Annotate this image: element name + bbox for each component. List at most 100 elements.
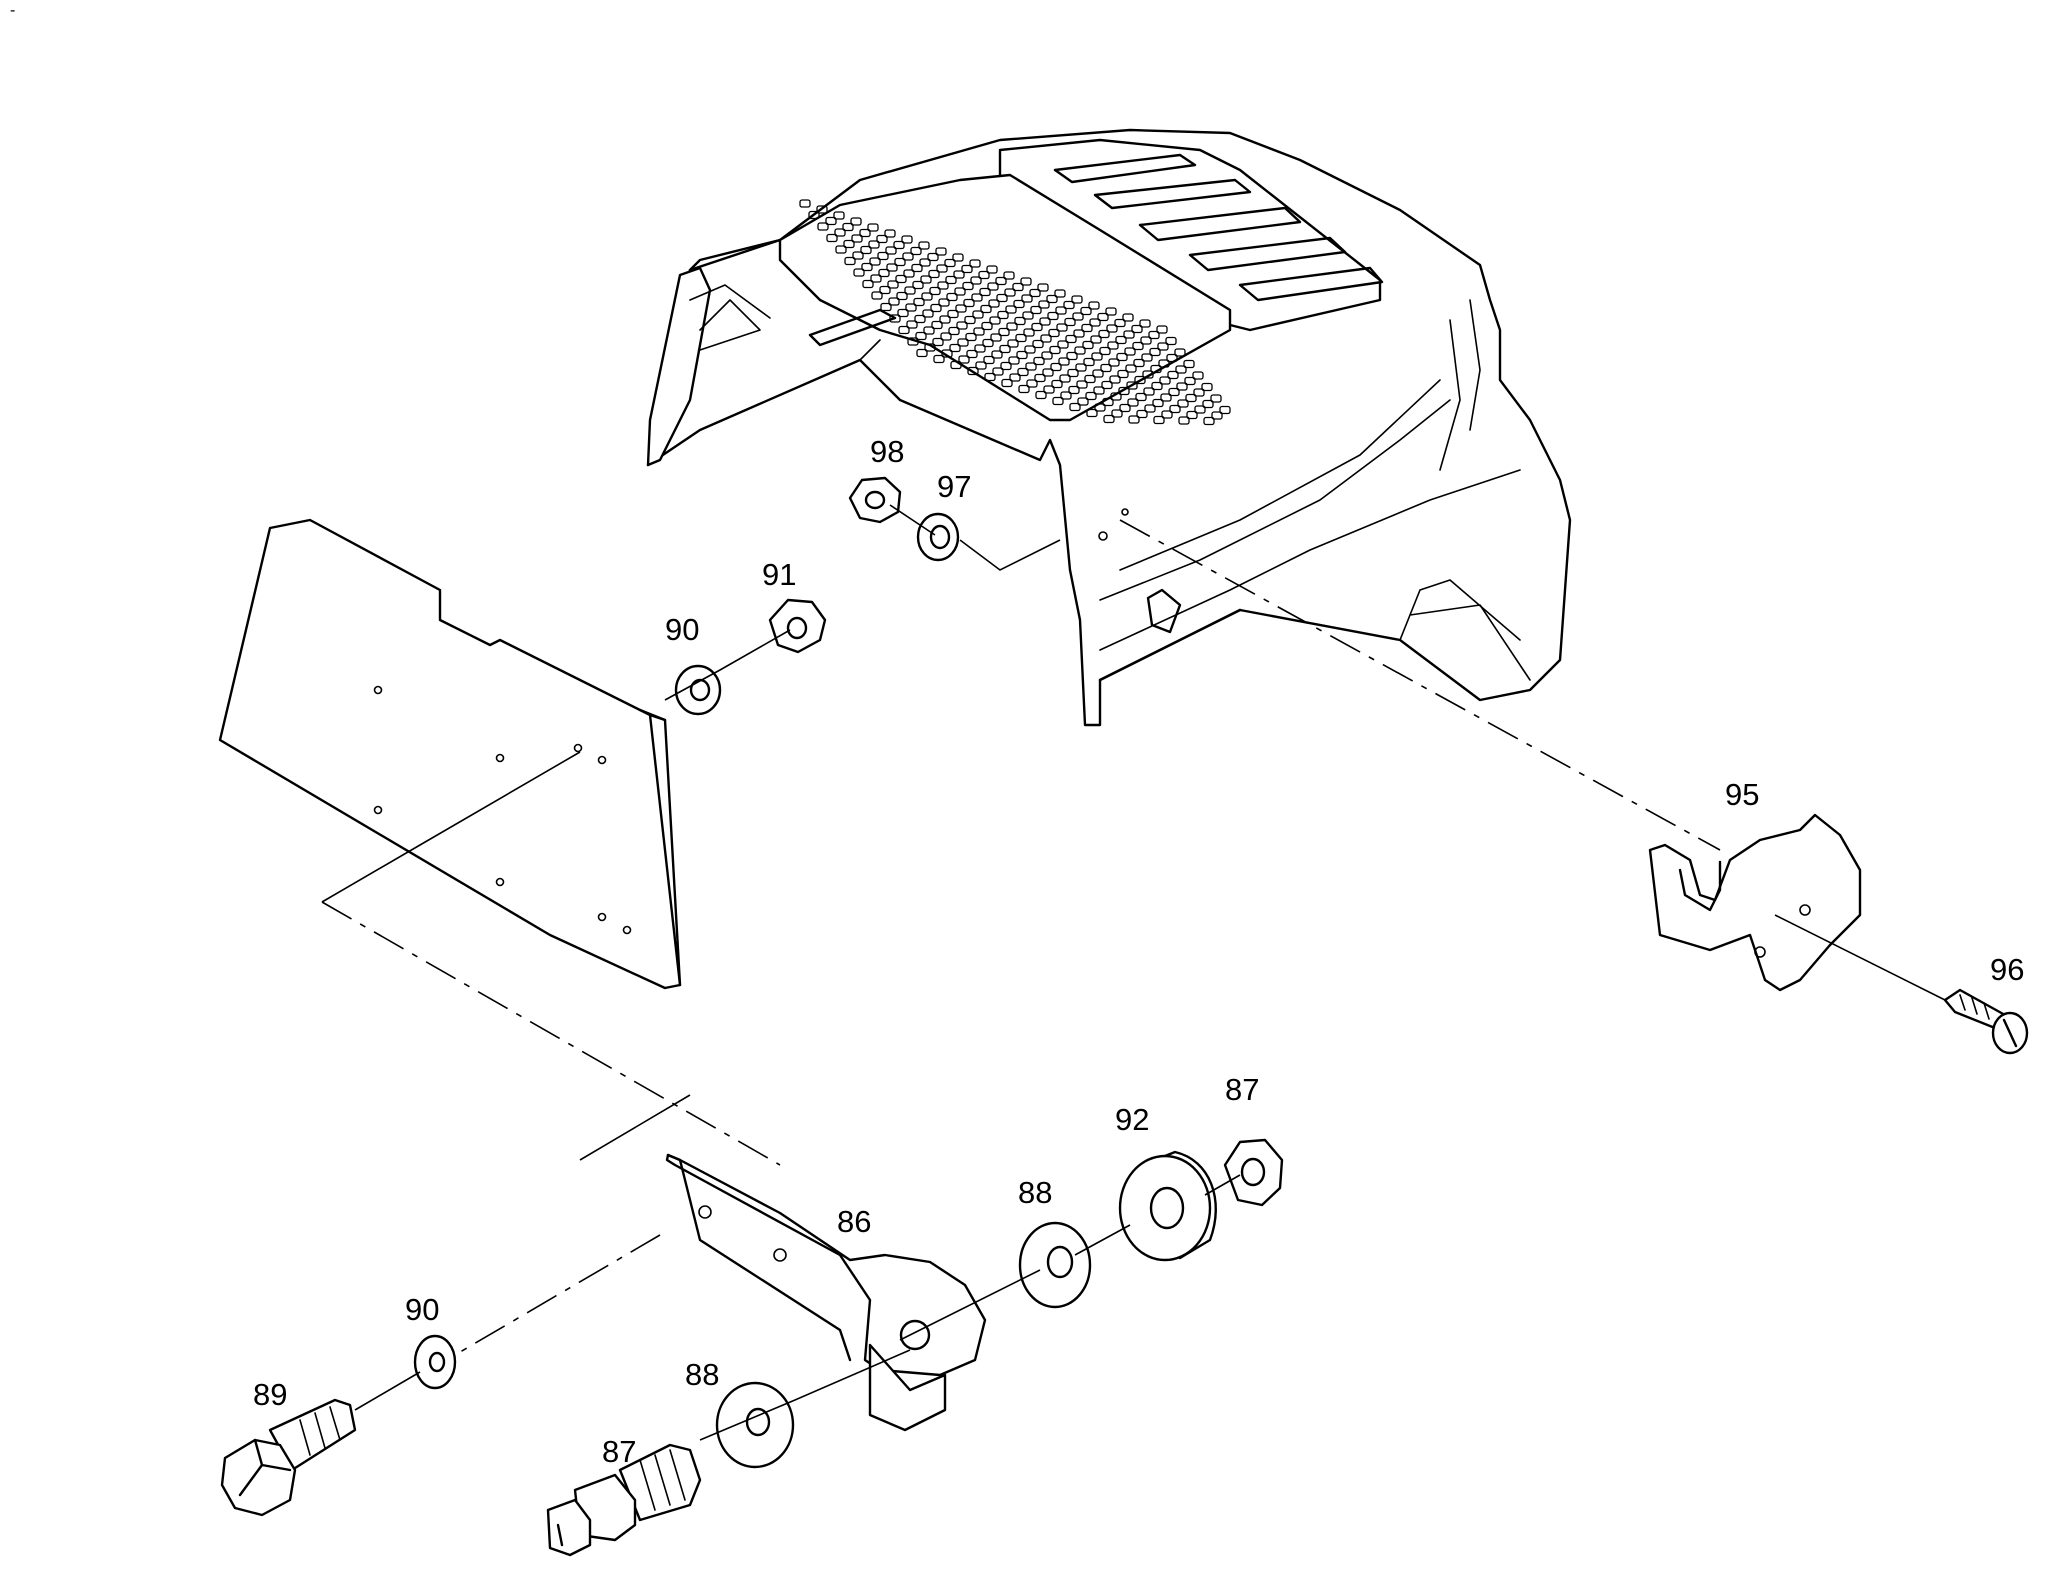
perforation-hole — [1039, 317, 1051, 326]
perforation-hole — [1091, 352, 1103, 361]
perforation-hole — [973, 327, 985, 336]
perforation-hole — [1123, 330, 1135, 339]
perforation-hole — [995, 276, 1007, 286]
perforation-hole — [1090, 335, 1102, 344]
perforation-hole — [886, 263, 898, 272]
perforation-hole — [1023, 328, 1035, 337]
label-89: 89 — [253, 1377, 287, 1412]
cover-hole — [1121, 508, 1129, 516]
perforation-hole — [877, 251, 889, 261]
perforation-hole — [1185, 393, 1197, 403]
perforation-hole — [912, 280, 924, 290]
perforation-hole — [927, 252, 939, 262]
perforation-hole — [843, 239, 855, 249]
perforation-hole — [937, 281, 949, 290]
perforation-hole — [990, 333, 1002, 342]
perforation-hole — [1133, 358, 1145, 368]
perforation-hole — [1202, 399, 1214, 409]
plate-holes — [373, 685, 632, 935]
perforation-hole — [1193, 388, 1205, 397]
perforation-hole — [1032, 339, 1044, 349]
perforation-hole — [997, 310, 1009, 320]
perforation-hole — [799, 199, 811, 208]
perforation-hole — [1160, 393, 1172, 402]
perforation-hole — [851, 234, 863, 243]
perforation-hole — [944, 258, 956, 268]
cover-hole — [1098, 531, 1108, 541]
perforation-hole — [905, 303, 917, 312]
perforation-hole — [955, 304, 967, 313]
perforation-hole — [1016, 350, 1028, 360]
perforation-hole — [1048, 328, 1060, 338]
perforation-hole — [1021, 294, 1033, 303]
perforation-hole — [1038, 300, 1050, 309]
perforation-hole — [919, 258, 931, 267]
perforation-hole — [1088, 301, 1100, 310]
perforation-hole — [817, 222, 829, 231]
perforation-hole — [939, 315, 951, 324]
perforated-grid — [799, 199, 1231, 426]
perforation-hole — [1119, 403, 1131, 413]
nut-91 — [768, 598, 827, 654]
perforation-hole — [1118, 386, 1130, 396]
perforation-hole — [1064, 317, 1076, 327]
perforation-hole — [885, 246, 897, 255]
perforation-hole — [980, 304, 992, 314]
perforation-hole — [1122, 313, 1134, 322]
perforation-hole — [1063, 300, 1075, 310]
perforation-hole — [867, 223, 879, 232]
perforation-hole — [921, 292, 933, 301]
perforation-hole — [878, 268, 890, 278]
perforation-hole — [852, 251, 864, 260]
perforation-hole — [826, 233, 838, 243]
perforation-hole — [952, 253, 964, 262]
perforation-hole — [972, 310, 984, 319]
perforation-hole — [911, 263, 923, 273]
perforation-hole — [986, 265, 998, 274]
perforation-hole — [946, 292, 958, 302]
perforation-hole — [1159, 376, 1171, 385]
perforation-hole — [953, 270, 965, 279]
perforation-hole — [850, 217, 862, 226]
perforation-hole — [1004, 288, 1016, 297]
perforation-hole — [988, 299, 1000, 308]
perforation-hole — [1046, 294, 1058, 304]
perforation-hole — [894, 257, 906, 267]
perforation-hole — [1101, 380, 1113, 390]
perforation-hole — [949, 343, 961, 353]
perforation-hole — [935, 247, 947, 256]
perforation-hole — [1131, 324, 1143, 334]
nut-98 — [848, 476, 902, 524]
perforation-hole — [1124, 347, 1136, 356]
perforation-hole — [1068, 385, 1080, 395]
perforation-hole — [1005, 305, 1017, 314]
perforation-hole — [1098, 329, 1110, 339]
perforation-hole — [1142, 370, 1154, 379]
perforation-hole — [893, 240, 905, 250]
perforation-hole — [1167, 370, 1179, 380]
perforation-hole — [1165, 336, 1177, 346]
perforation-hole — [1125, 364, 1137, 373]
vent-slots — [1053, 153, 1384, 302]
perforation-hole — [1169, 404, 1181, 414]
perforation-hole — [1006, 322, 1018, 331]
perforation-hole — [808, 210, 820, 220]
perforation-hole — [1080, 306, 1092, 316]
perforation-hole — [1140, 336, 1152, 345]
perforation-hole — [844, 256, 856, 266]
perforation-hole — [907, 337, 919, 346]
perforation-hole — [1049, 345, 1061, 355]
perforation-hole — [902, 252, 914, 261]
perforation-hole — [1030, 305, 1042, 315]
perforation-hole — [1141, 353, 1153, 362]
bracket-95 — [1648, 813, 1862, 992]
perforation-hole — [1015, 333, 1027, 343]
perforation-hole — [971, 293, 983, 302]
perforation-hole — [1151, 381, 1163, 391]
perforation-hole — [1107, 341, 1119, 350]
perforation-hole — [861, 262, 873, 272]
perforation-hole — [1009, 373, 1021, 382]
perforation-hole — [1055, 306, 1067, 315]
label-88-right: 88 — [1018, 1175, 1052, 1210]
